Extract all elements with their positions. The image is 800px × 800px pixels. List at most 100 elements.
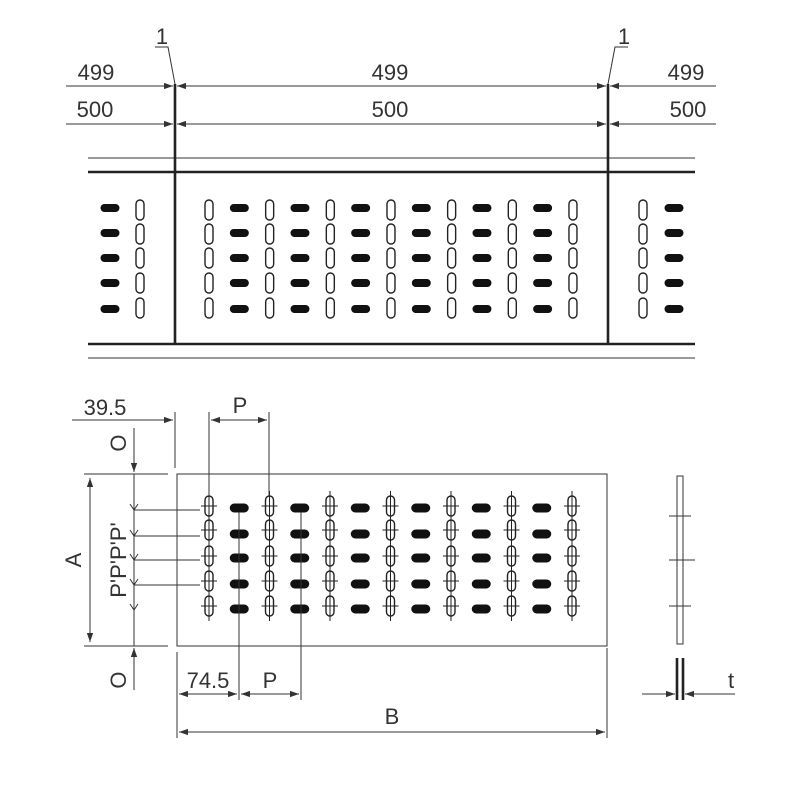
horizontal-slot (290, 503, 310, 513)
label-500-center: 500 (372, 97, 409, 122)
vertical-slot (204, 223, 214, 245)
vertical-slot (446, 297, 457, 319)
horizontal-slot (100, 305, 120, 313)
vertical-slot (386, 272, 396, 294)
plate-view (134, 473, 608, 647)
horizontal-slot (472, 204, 492, 212)
vertical-slot (264, 199, 275, 221)
horizontal-slot (471, 604, 491, 614)
horizontal-slot (229, 204, 249, 212)
label-t: t (728, 668, 734, 693)
horizontal-slot (290, 279, 310, 287)
vertical-slot (386, 247, 396, 269)
horizontal-slot (100, 254, 120, 262)
horizontal-slot (100, 204, 120, 212)
vertical-slot (135, 223, 145, 245)
vertical-slot (638, 223, 648, 245)
vertical-slot (204, 247, 214, 269)
horizontal-slot (471, 553, 491, 563)
horizontal-slot (533, 204, 553, 212)
horizontal-slot (290, 604, 310, 614)
horizontal-slot (351, 254, 371, 262)
horizontal-slot (533, 254, 553, 262)
horizontal-slot (290, 553, 310, 563)
horizontal-slot (290, 229, 310, 237)
horizontal-slot (290, 254, 310, 262)
vertical-slot (204, 199, 214, 221)
horizontal-slot (664, 229, 684, 237)
horizontal-slot (290, 204, 310, 212)
horizontal-slot (664, 279, 684, 287)
horizontal-slot (290, 579, 310, 589)
horizontal-slot (351, 204, 371, 212)
horizontal-slot (664, 254, 684, 262)
vertical-slot (638, 272, 648, 294)
horizontal-slot (532, 604, 552, 614)
label-39-5: 39.5 (84, 395, 127, 420)
horizontal-slot (411, 579, 431, 589)
horizontal-slot (411, 604, 431, 614)
top-dimensions (66, 82, 716, 128)
horizontal-slot (290, 305, 310, 313)
vertical-slot (568, 272, 578, 294)
horizontal-slot (100, 229, 120, 237)
vertical-slot (325, 223, 336, 245)
horizontal-slot (351, 305, 371, 313)
vertical-slot (386, 297, 396, 319)
label-p-top: P (233, 393, 248, 418)
horizontal-slot (471, 529, 491, 539)
horizontal-slot (350, 503, 370, 513)
vertical-slot (638, 247, 648, 269)
horizontal-slot (351, 279, 371, 287)
vertical-slot (507, 247, 517, 269)
horizontal-slot (411, 305, 431, 313)
horizontal-slot (471, 579, 491, 589)
vertical-slot (507, 297, 517, 319)
vertical-slot (264, 247, 275, 269)
vertical-slot (638, 297, 648, 319)
horizontal-slot (100, 279, 120, 287)
gap-leader-right (607, 46, 628, 85)
vertical-slot (446, 247, 457, 269)
horizontal-slot (533, 229, 553, 237)
vertical-slot (135, 272, 145, 294)
vertical-slot (204, 272, 214, 294)
horizontal-slot (664, 305, 684, 313)
horizontal-slot (351, 229, 371, 237)
plate-slot-pattern (134, 491, 580, 621)
horizontal-slot (411, 229, 431, 237)
horizontal-slot (472, 305, 492, 313)
label-a: A (61, 552, 86, 567)
horizontal-slot (350, 579, 370, 589)
vertical-slot (507, 199, 517, 221)
horizontal-slot (290, 529, 310, 539)
vertical-slot (135, 297, 145, 319)
vertical-slot (135, 199, 145, 221)
label-500-left: 500 (77, 97, 114, 122)
horizontal-slot (350, 604, 370, 614)
horizontal-slot (664, 204, 684, 212)
label-o-bottom: O (106, 671, 131, 688)
vertical-slot (325, 199, 336, 221)
label-74-5: 74.5 (187, 668, 230, 693)
horizontal-slot (533, 305, 553, 313)
vertical-slot (264, 297, 275, 319)
horizontal-slot (472, 279, 492, 287)
vertical-slot (386, 223, 396, 245)
label-gap-right: 1 (618, 24, 630, 49)
vertical-slot (568, 199, 578, 221)
label-p-prime-stack: P'P'P'P' (106, 522, 131, 598)
label-b: B (385, 704, 400, 729)
horizontal-slot (532, 503, 552, 513)
vertical-slot (204, 297, 214, 319)
top-slot-pattern (100, 199, 684, 319)
horizontal-slot (350, 553, 370, 563)
vertical-slot (446, 272, 457, 294)
vertical-slot (507, 272, 517, 294)
horizontal-slot (411, 553, 431, 563)
side-view (642, 475, 735, 700)
p-prime-arrow (129, 553, 139, 561)
label-499-left: 499 (78, 60, 115, 85)
horizontal-slot (229, 254, 249, 262)
